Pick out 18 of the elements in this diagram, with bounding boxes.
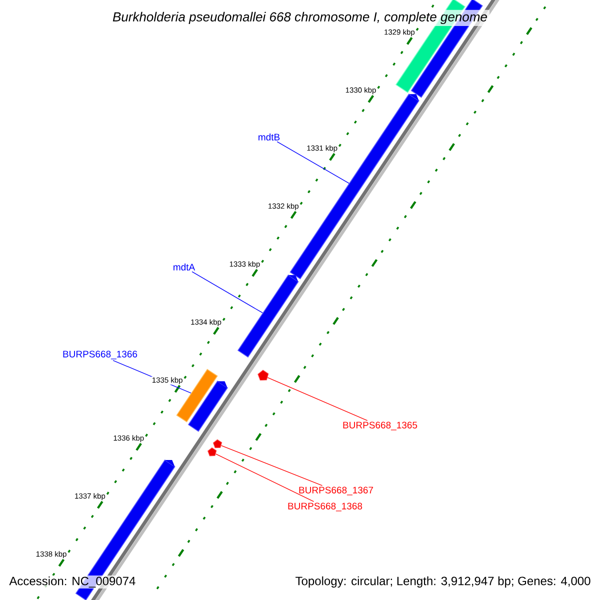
accession-label: Accession: NC_009074 (8, 575, 137, 589)
leader-line (215, 454, 314, 502)
leader-line (267, 377, 368, 421)
gene-bar (188, 380, 228, 432)
gene-label: BURPS668_1368 (288, 502, 362, 512)
gene-label: BURPS668_1366 (63, 350, 138, 360)
gene-label: mdtA (174, 264, 196, 270)
leader-line (192, 271, 263, 314)
leader-line (276, 141, 350, 184)
leader-line (220, 445, 323, 486)
gene-bar (237, 274, 299, 358)
gene-marker (258, 370, 269, 381)
gene-label: BURPS668_1367 (299, 486, 374, 496)
gene-marker (212, 439, 222, 448)
gene-label: mdtB (258, 134, 280, 140)
title: Burkholderia pseudomallei 668 chromosome I, complete genome (110, 10, 490, 26)
gene-label: BURPS668_1365 (343, 422, 418, 430)
genome-info-label: Topology: circular; Length: 3,912,947 bp; Genes: 4,000 (294, 575, 592, 589)
